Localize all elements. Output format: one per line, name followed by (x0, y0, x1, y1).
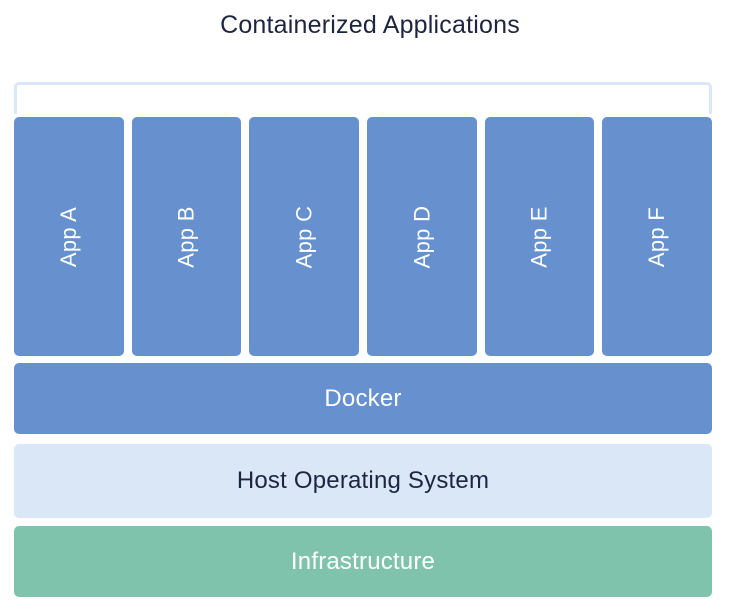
app-box-d[interactable]: App D (367, 117, 477, 356)
application-row: App A App B App C App D App E App F (14, 117, 713, 356)
app-box-d-label: App D (408, 205, 434, 268)
app-box-e-label: App E (526, 205, 552, 268)
layer-docker-label: Docker (324, 384, 402, 412)
app-box-f[interactable]: App F (602, 117, 713, 356)
layer-host-operating-system-label: Host Operating System (236, 467, 490, 494)
container-grouping-bracket (14, 82, 712, 114)
app-box-b-label: App B (173, 205, 199, 268)
app-box-f-label: App F (644, 206, 670, 267)
app-box-c-label: App C (291, 205, 317, 268)
layer-infrastructure-label: Infrastructure (290, 547, 436, 575)
app-box-a-label: App A (55, 206, 81, 267)
layer-host-operating-system[interactable]: Host Operating System (14, 444, 712, 518)
app-box-e[interactable]: App E (484, 117, 595, 356)
app-box-a[interactable]: App A (14, 117, 124, 356)
diagram-title: Containerized Applications (220, 11, 520, 39)
app-box-c[interactable]: App C (249, 117, 360, 356)
layer-docker[interactable]: Docker (14, 363, 712, 434)
layer-infrastructure[interactable]: Infrastructure (14, 526, 712, 597)
app-box-b[interactable]: App B (131, 117, 242, 356)
